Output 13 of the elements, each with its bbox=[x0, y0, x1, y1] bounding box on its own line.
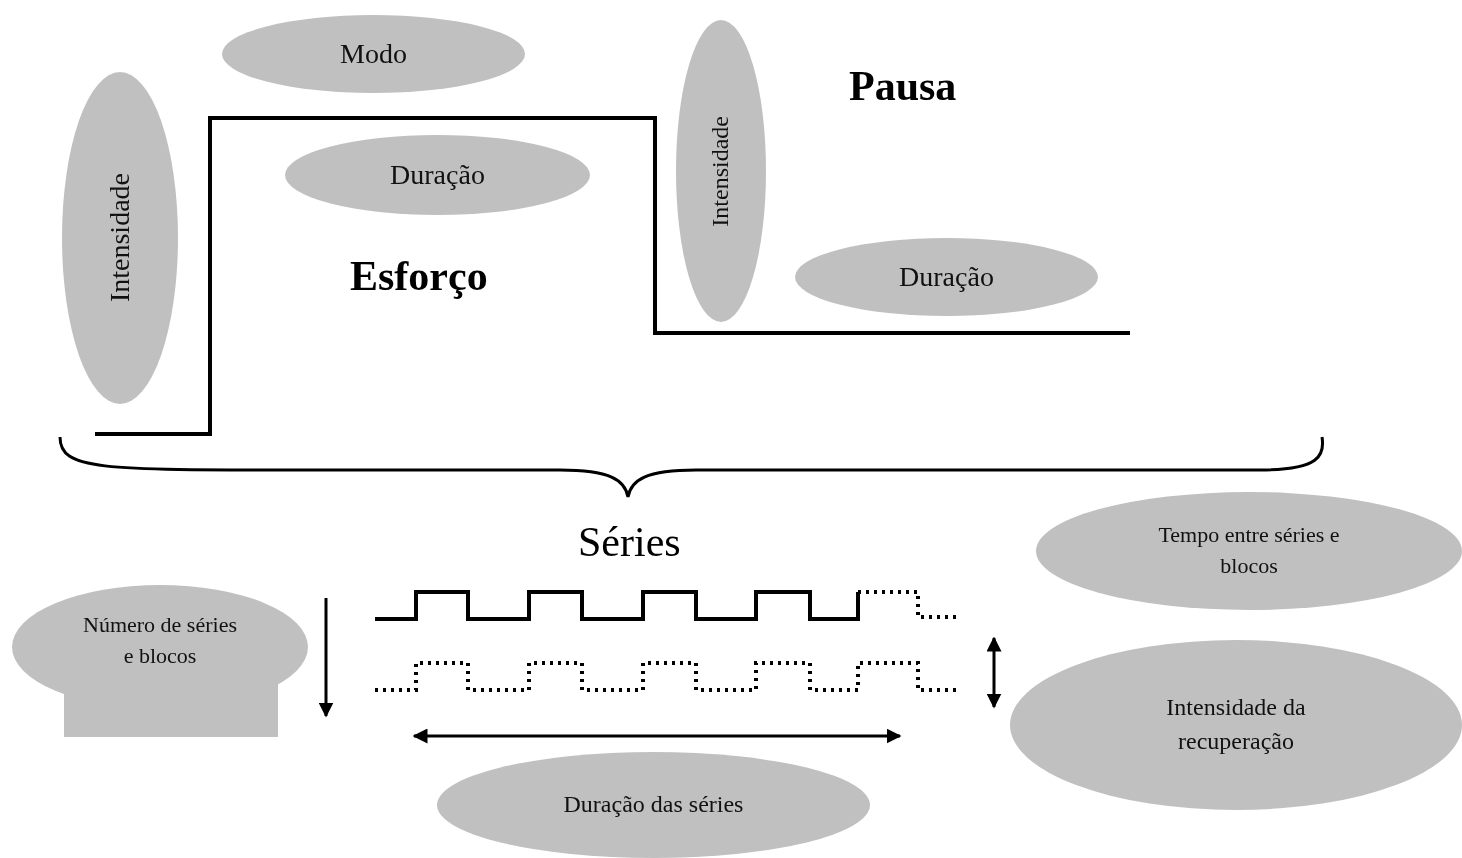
node-label: Intensidade da recuperação bbox=[1165, 693, 1307, 756]
node-label: Intensidade bbox=[706, 115, 735, 227]
node-label: Tempo entre séries e blocos bbox=[1157, 521, 1341, 580]
heading: Séries bbox=[578, 518, 681, 566]
node-label: Duração bbox=[898, 260, 995, 295]
phase-label: Pausa bbox=[849, 62, 957, 110]
phase-label: Esforço bbox=[350, 252, 488, 300]
node-label: Modo bbox=[339, 37, 408, 72]
node-label: Número de séries e blocos bbox=[82, 611, 238, 670]
node-label: Intensidade bbox=[103, 173, 137, 303]
cap-shape bbox=[12, 585, 308, 737]
node-label: Duração bbox=[389, 158, 486, 193]
node-label: Duração das séries bbox=[562, 790, 745, 820]
